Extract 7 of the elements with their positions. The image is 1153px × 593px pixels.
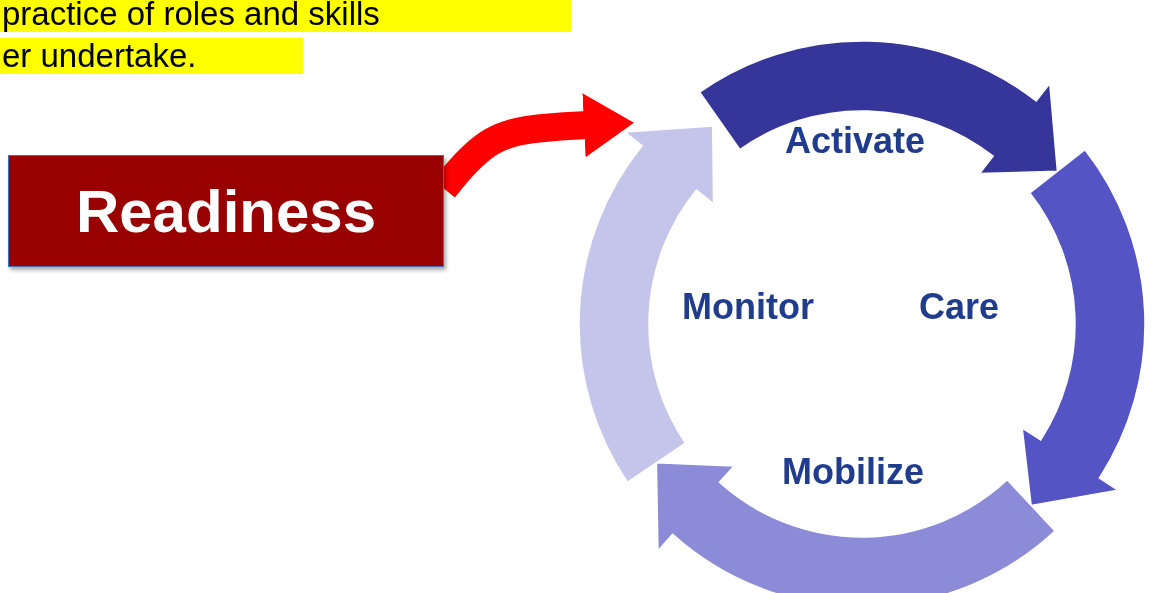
stage-label: Care (919, 286, 1000, 328)
stage-label: Activate (785, 120, 926, 162)
stage-label: Monitor (682, 286, 814, 328)
highlighted-text: practice of roles and skills (0, 0, 571, 32)
process-box: Readiness (8, 155, 444, 267)
stage-label: Mobilize (782, 451, 924, 493)
highlighted-text: er undertake. (0, 38, 303, 74)
